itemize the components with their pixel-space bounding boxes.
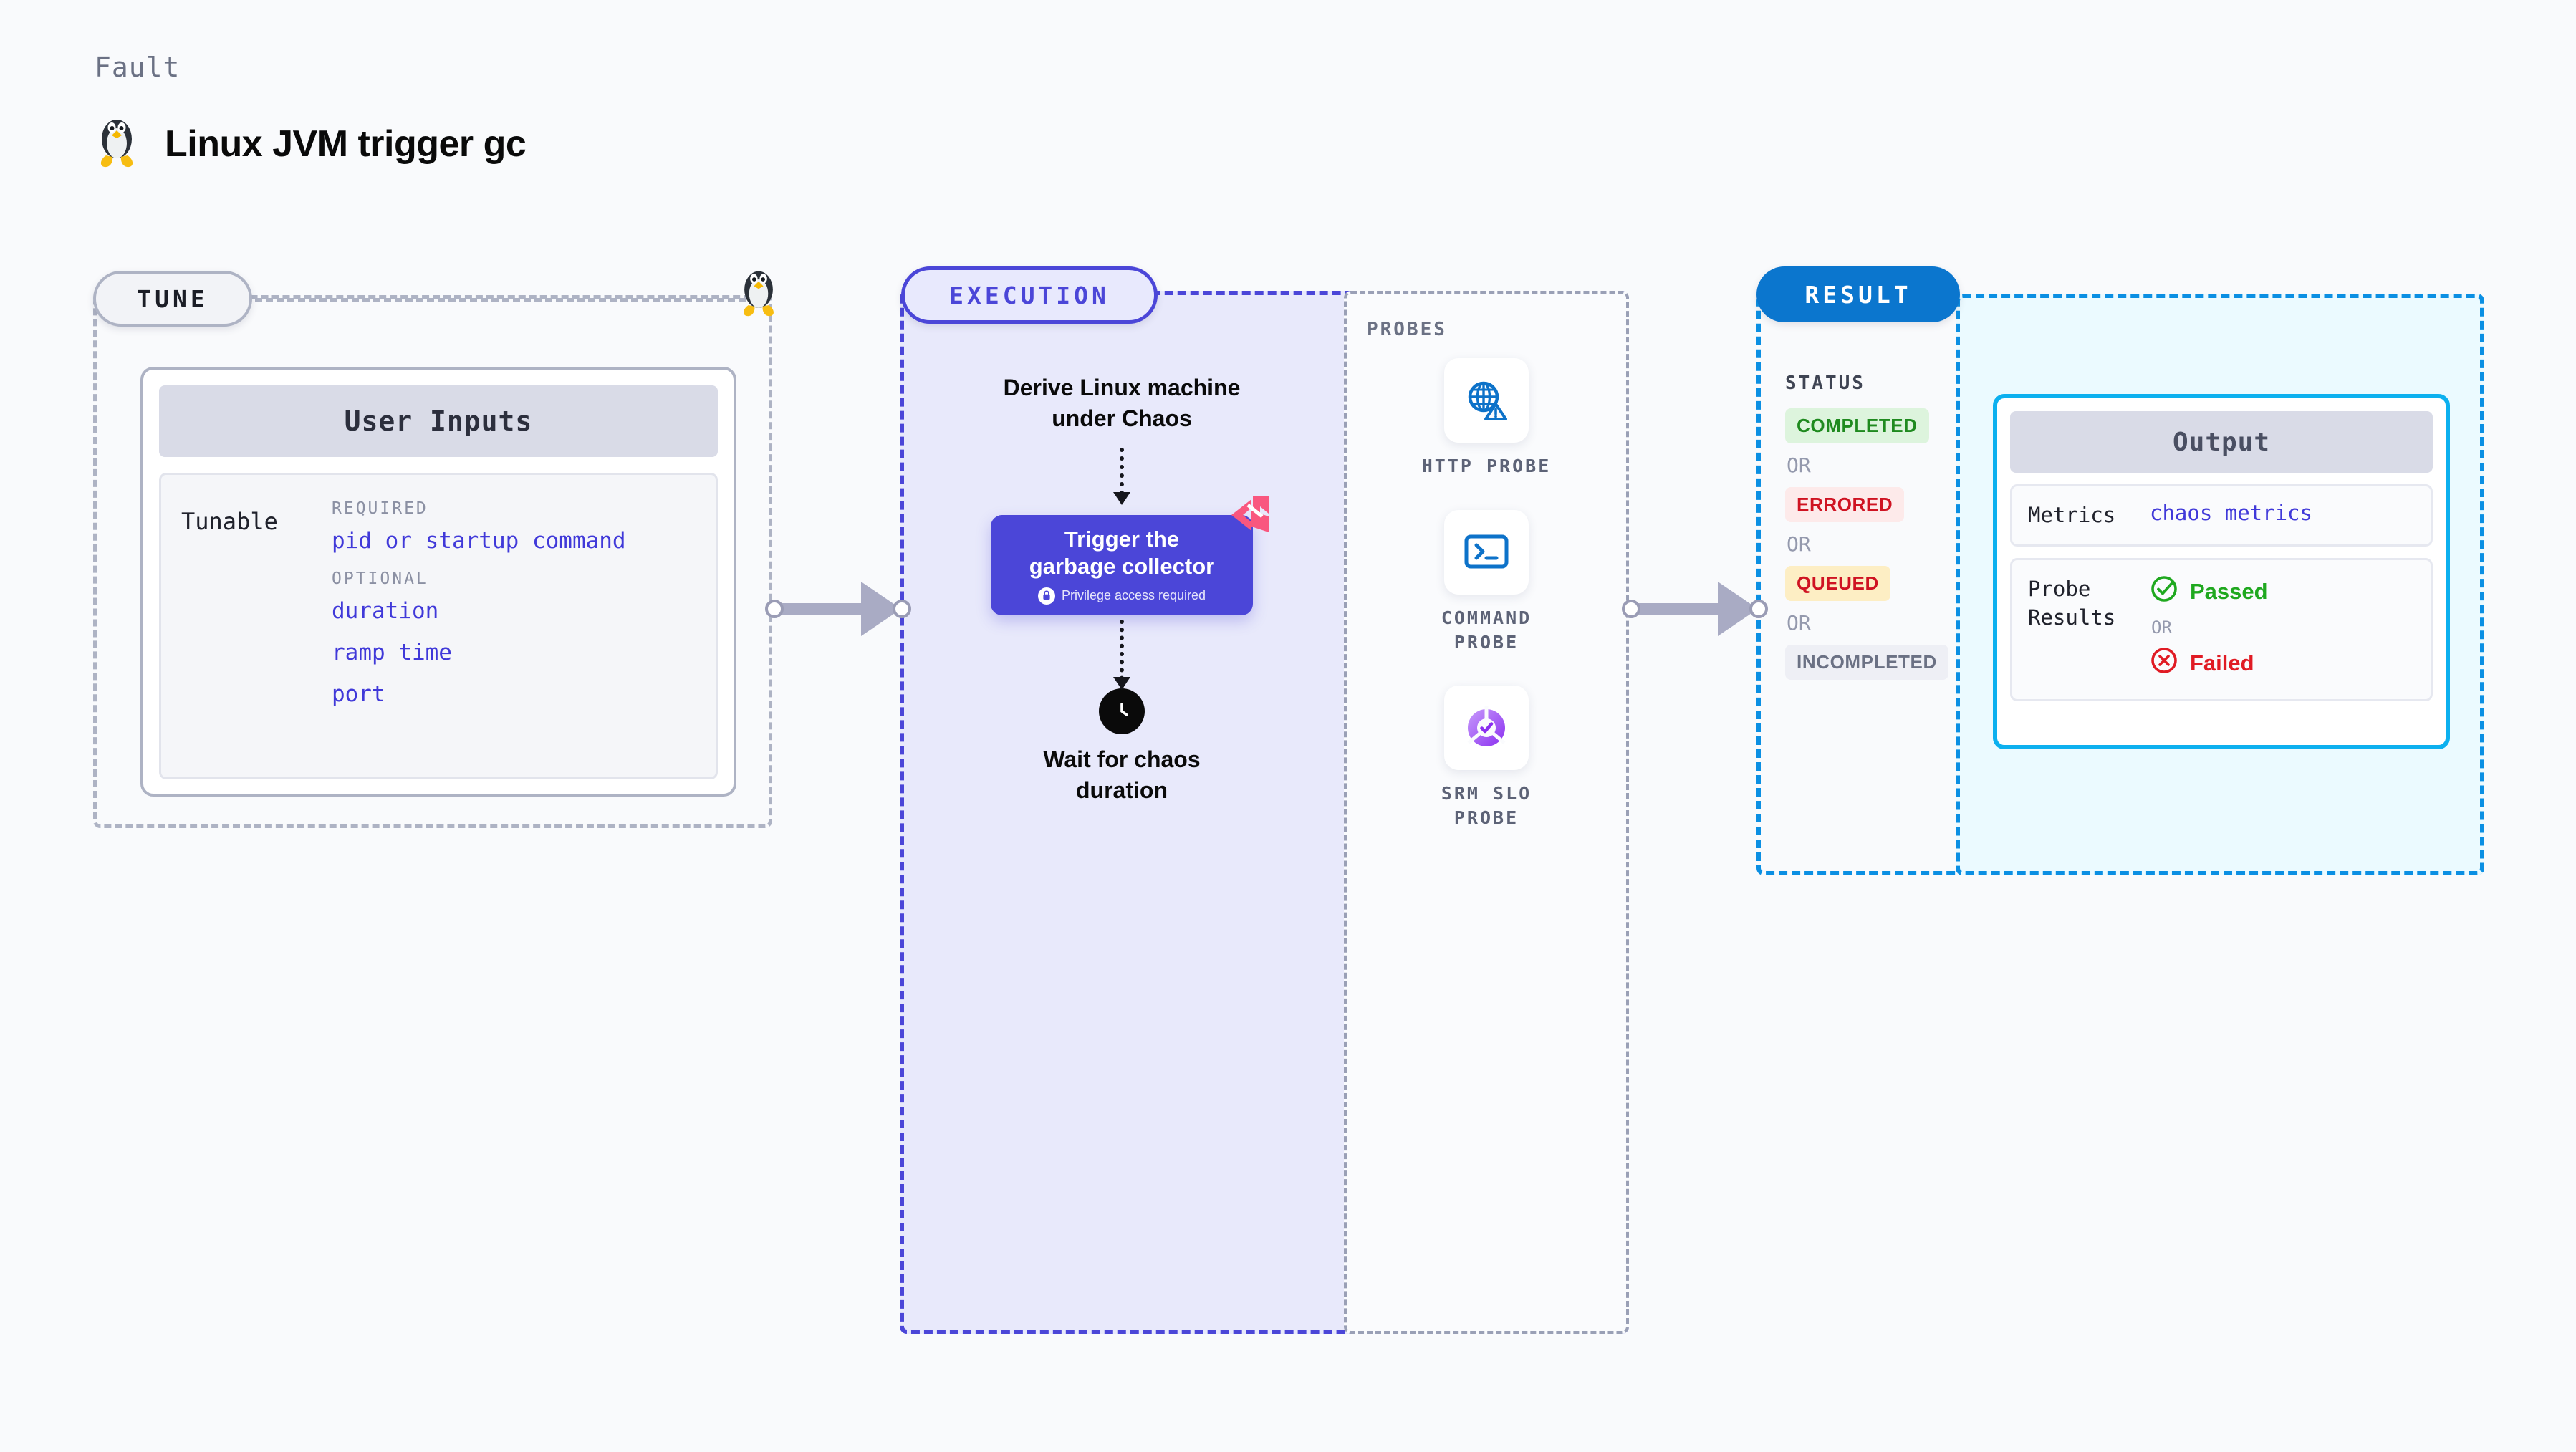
status-list: COMPLETED OR ERRORED OR QUEUED OR INCOMP… bbox=[1785, 408, 1964, 680]
probe-label-line-1: HTTP PROBE bbox=[1421, 456, 1552, 476]
probes-panel bbox=[1344, 291, 1629, 1334]
x-circle-icon bbox=[2150, 646, 2178, 681]
probe-results-key-line-1: Probe bbox=[2028, 576, 2091, 601]
status-badge-errored: ERRORED bbox=[1785, 487, 1905, 522]
probe-label-line-2: PROBE bbox=[1453, 807, 1519, 828]
clock-icon bbox=[1099, 688, 1145, 735]
terminal-icon bbox=[1444, 509, 1529, 595]
status-badge-completed: COMPLETED bbox=[1785, 408, 1929, 443]
tune-panel bbox=[93, 295, 772, 828]
lock-icon bbox=[1037, 587, 1055, 605]
metrics-key-label: Metrics bbox=[2028, 503, 2116, 527]
status-or-3: OR bbox=[1787, 611, 1811, 635]
tune-label-badge[interactable]: TUNE bbox=[93, 271, 252, 327]
probe-label-srm-slo: SRM SLO PROBE bbox=[1344, 782, 1629, 830]
derive-line-1: Derive Linux machine bbox=[1003, 375, 1241, 400]
arrow-head bbox=[1113, 677, 1130, 691]
arrow-head bbox=[1113, 492, 1130, 506]
tune-top-dash-line bbox=[255, 298, 756, 302]
tunable-item-duration[interactable]: duration bbox=[332, 598, 439, 624]
result-label-badge[interactable]: RESULT bbox=[1756, 266, 1960, 322]
execution-flow: Derive Linux machine under Chaos Trigger… bbox=[900, 372, 1344, 805]
connector-start-dot bbox=[765, 600, 784, 618]
probe-result-failed: Failed bbox=[2150, 646, 2268, 681]
probe-label-http: HTTP PROBE bbox=[1344, 454, 1629, 479]
trigger-line-2: garbage collector bbox=[1029, 554, 1215, 580]
user-inputs-card: User Inputs Tunable REQUIRED pid or star… bbox=[140, 367, 736, 797]
user-inputs-card-title: User Inputs bbox=[159, 385, 718, 457]
status-badge-incompleted: INCOMPLETED bbox=[1785, 645, 1948, 680]
status-title: STATUS bbox=[1785, 372, 1865, 394]
passed-label: Passed bbox=[2190, 578, 2268, 604]
connector-bar bbox=[1632, 603, 1739, 615]
output-card: Output Metrics chaos metrics Probe Resul… bbox=[1993, 394, 2450, 749]
execution-label-text: EXECUTION bbox=[949, 281, 1110, 309]
status-or-1: OR bbox=[1787, 453, 1811, 477]
execution-label-badge[interactable]: EXECUTION bbox=[901, 266, 1158, 324]
probe-label-line-1: SRM SLO bbox=[1441, 783, 1532, 804]
probe-label-line-1: COMMAND bbox=[1441, 607, 1532, 628]
litmus-logo-icon bbox=[1227, 495, 1272, 535]
output-metrics-row: Metrics chaos metrics bbox=[2010, 484, 2433, 547]
status-badge-queued: QUEUED bbox=[1785, 566, 1890, 601]
tunable-item-ramp-time[interactable]: ramp time bbox=[332, 640, 452, 665]
tunable-item-pid[interactable]: pid or startup command bbox=[332, 528, 626, 554]
trigger-node-title: Trigger the garbage collector bbox=[1029, 526, 1214, 580]
derive-line-2: under Chaos bbox=[1052, 405, 1192, 431]
optional-group-label: OPTIONAL bbox=[332, 569, 428, 588]
trigger-garbage-collector-node[interactable]: Trigger the garbage collector Privilege … bbox=[991, 496, 1269, 616]
wait-line-2: duration bbox=[1076, 777, 1168, 803]
connector-bar bbox=[775, 603, 883, 615]
probe-results-key-label: Probe Results bbox=[2028, 574, 2150, 681]
required-group-label: REQUIRED bbox=[332, 499, 428, 518]
probe-item-command[interactable]: COMMAND PROBE bbox=[1344, 509, 1629, 655]
fault-title-row: Linux JVM trigger gc bbox=[95, 115, 527, 173]
fault-kicker: Fault bbox=[95, 52, 181, 83]
privilege-note-text: Privilege access required bbox=[1061, 588, 1206, 603]
arrow-line bbox=[1120, 620, 1124, 689]
output-card-title: Output bbox=[2010, 411, 2433, 473]
tunable-values: REQUIRED pid or startup command OPTIONAL… bbox=[332, 499, 696, 753]
arrow-trigger-to-wait bbox=[1113, 620, 1130, 691]
linux-penguin-icon bbox=[95, 115, 139, 173]
status-or-2: OR bbox=[1787, 532, 1811, 556]
arrow-derive-to-trigger bbox=[1113, 448, 1130, 506]
probe-result-passed: Passed bbox=[2150, 574, 2268, 609]
probe-result-or: OR bbox=[2151, 617, 2172, 638]
probe-results-values: Passed OR Failed bbox=[2150, 574, 2268, 681]
probe-item-srm-slo[interactable]: SRM SLO PROBE bbox=[1344, 686, 1629, 830]
tune-label-text: TUNE bbox=[137, 284, 208, 313]
linux-penguin-edge-icon bbox=[736, 266, 781, 326]
result-label-text: RESULT bbox=[1804, 280, 1912, 309]
globe-alert-icon bbox=[1444, 358, 1529, 443]
connector-end-dot bbox=[893, 600, 911, 618]
privilege-note: Privilege access required bbox=[1037, 587, 1206, 605]
connector-tune-to-execution bbox=[765, 579, 911, 639]
metrics-value[interactable]: chaos metrics bbox=[2150, 501, 2312, 525]
tunable-section: Tunable REQUIRED pid or startup command … bbox=[159, 473, 718, 779]
probe-results-key-line-2: Results bbox=[2028, 605, 2116, 630]
connector-execution-to-result bbox=[1622, 579, 1768, 639]
probes-list: HTTP PROBE COMMAND PROBE bbox=[1344, 358, 1629, 862]
srm-slo-icon bbox=[1444, 686, 1529, 771]
wait-line-1: Wait for chaos bbox=[1043, 746, 1201, 773]
tunable-key-label: Tunable bbox=[181, 508, 278, 535]
probes-title: PROBES bbox=[1367, 319, 1447, 340]
connector-end-dot bbox=[1749, 600, 1768, 618]
check-circle-icon bbox=[2150, 574, 2178, 609]
arrow-line bbox=[1120, 448, 1124, 504]
probe-label-command: COMMAND PROBE bbox=[1344, 606, 1629, 655]
probe-item-http[interactable]: HTTP PROBE bbox=[1344, 358, 1629, 479]
derive-machine-step: Derive Linux machine under Chaos bbox=[900, 372, 1344, 433]
trigger-line-1: Trigger the bbox=[1064, 527, 1180, 552]
probe-label-line-2: PROBE bbox=[1453, 631, 1519, 653]
failed-label: Failed bbox=[2190, 650, 2254, 675]
page-title: Linux JVM trigger gc bbox=[165, 122, 527, 165]
output-probe-results-row: Probe Results Passed OR bbox=[2010, 557, 2433, 701]
wait-for-chaos-step: Wait for chaos duration bbox=[900, 744, 1344, 805]
tunable-item-port[interactable]: port bbox=[332, 681, 385, 707]
connector-start-dot bbox=[1622, 600, 1640, 618]
